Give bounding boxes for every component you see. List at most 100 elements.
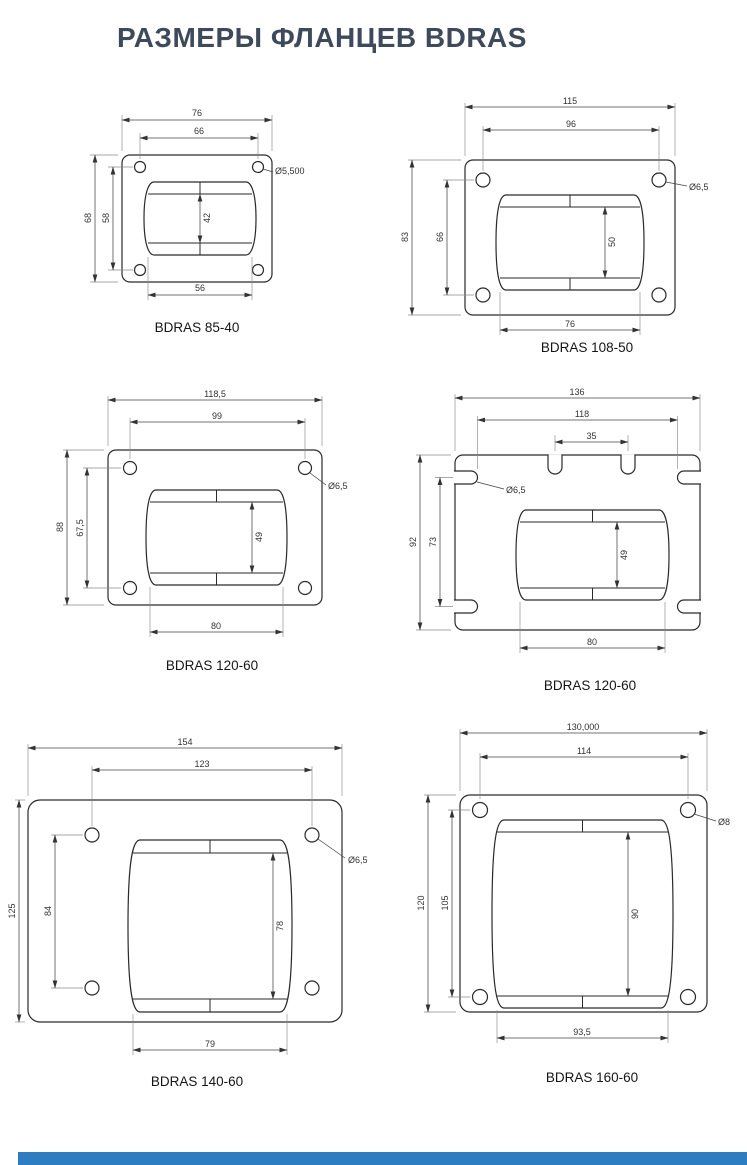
dim-hole-diameter: Ø6,5 bbox=[506, 485, 526, 495]
dim-window-width: 93,5 bbox=[573, 1027, 591, 1037]
drawing-bdras-120-60-a: 118,5 99 88 67,5 49 80 Ø6,5 BDRAS 120-60 bbox=[55, 389, 348, 673]
dim-outer-height: 83 bbox=[400, 232, 410, 242]
mount-hole bbox=[84, 980, 100, 996]
dim-hole-span-h: 67,5 bbox=[75, 519, 85, 537]
dim-hole-span-h: 84 bbox=[43, 906, 53, 916]
dim-window-width: 76 bbox=[565, 319, 575, 329]
dim-window-height: 42 bbox=[202, 213, 212, 223]
dimension-labels: 136 118 35 92 73 49 80 Ø6,5 bbox=[408, 387, 629, 647]
window-outline bbox=[515, 509, 670, 601]
window-outline bbox=[495, 194, 645, 291]
mount-hole bbox=[251, 263, 265, 277]
figure-bdras-85-40: 76 66 68 58 42 56 Ø5,500 BDRAS 85-40 bbox=[60, 95, 360, 350]
dim-top-slot-span: 35 bbox=[586, 431, 596, 441]
window-outline bbox=[127, 839, 293, 1013]
mount-hole bbox=[84, 827, 100, 843]
dim-window-height: 49 bbox=[254, 532, 264, 542]
side-slot bbox=[454, 599, 479, 614]
dimension-lines bbox=[425, 730, 717, 1041]
dim-window-width: 56 bbox=[195, 283, 205, 293]
dimension-labels: 154 123 125 84 78 79 Ø6,5 bbox=[7, 737, 368, 1049]
dim-slot-span-h: 73 bbox=[428, 537, 438, 547]
mount-hole bbox=[133, 263, 147, 277]
dim-window-height: 50 bbox=[607, 237, 617, 247]
dim-outer-height: 68 bbox=[83, 213, 93, 223]
drawing-bdras-120-60-b: 136 118 35 92 73 49 80 Ø6,5 BDRAS 120-60 bbox=[408, 387, 701, 693]
drawing-caption: BDRAS 108-50 bbox=[541, 340, 633, 355]
mount-hole bbox=[471, 801, 489, 819]
mount-hole bbox=[133, 160, 147, 174]
dim-outer-height: 120 bbox=[416, 895, 426, 910]
dim-outer-width: 130,000 bbox=[567, 722, 600, 732]
dim-outer-height: 92 bbox=[408, 537, 418, 547]
figure-bdras-160-60: 130,000 114 120 105 90 93,5 Ø8 BDRAS 160… bbox=[415, 720, 747, 1100]
extension-lines bbox=[90, 115, 273, 300]
dim-hole-span-w: 66 bbox=[194, 126, 204, 136]
drawing-caption: BDRAS 140-60 bbox=[151, 1074, 243, 1089]
dim-hole-span-h: 66 bbox=[435, 232, 445, 242]
dimension-lines bbox=[409, 104, 688, 333]
figure-bdras-120-60-a: 118,5 99 88 67,5 49 80 Ø6,5 BDRAS 120-60 bbox=[40, 385, 370, 690]
side-slot bbox=[454, 470, 479, 485]
top-slot bbox=[620, 454, 636, 475]
mount-hole bbox=[304, 980, 320, 996]
drawing-bdras-85-40: 76 66 68 58 42 56 Ø5,500 BDRAS 85-40 bbox=[83, 108, 305, 335]
dim-hole-diameter: Ø5,500 bbox=[275, 166, 305, 176]
dimension-labels: 118,5 99 88 67,5 49 80 Ø6,5 bbox=[55, 389, 348, 631]
flange-body bbox=[121, 154, 273, 283]
extension-lines bbox=[63, 396, 323, 637]
dim-hole-span-w: 96 bbox=[566, 119, 576, 129]
mount-hole bbox=[122, 460, 138, 476]
side-slot bbox=[676, 599, 701, 614]
dim-hole-span-w: 114 bbox=[577, 746, 591, 756]
footer-accent-bar bbox=[18, 1152, 747, 1165]
dimension-labels: 130,000 114 120 105 90 93,5 Ø8 bbox=[416, 722, 730, 1037]
drawing-bdras-160-60: 130,000 114 120 105 90 93,5 Ø8 BDRAS 160… bbox=[416, 722, 730, 1085]
dim-slot-span-w: 118 bbox=[575, 409, 589, 419]
dim-outer-width: 76 bbox=[192, 108, 202, 118]
dim-window-height: 78 bbox=[275, 921, 285, 931]
drawing-caption: BDRAS 120-60 bbox=[166, 658, 258, 673]
mount-hole bbox=[651, 172, 667, 188]
page-title: РАЗМЕРЫ ФЛАНЦЕВ BDRAS bbox=[117, 22, 527, 53]
dim-hole-diameter: Ø6,5 bbox=[689, 182, 709, 192]
dim-hole-span-h: 105 bbox=[440, 895, 450, 910]
drawing-caption: BDRAS 85-40 bbox=[155, 320, 240, 335]
dim-hole-diameter: Ø6,5 bbox=[348, 855, 368, 865]
dim-outer-width: 136 bbox=[569, 387, 584, 397]
dimension-lines bbox=[64, 397, 327, 635]
mount-hole bbox=[297, 580, 313, 596]
flange-body bbox=[454, 454, 701, 631]
dim-hole-diameter: Ø6,5 bbox=[328, 481, 348, 491]
dimension-labels: 115 96 83 66 50 76 Ø6,5 bbox=[400, 96, 709, 329]
flange-body bbox=[27, 799, 343, 1023]
drawing-bdras-108-50: 115 96 83 66 50 76 Ø6,5 BDRAS 108-50 bbox=[400, 96, 709, 355]
window-outline bbox=[491, 819, 674, 1009]
drawing-caption: BDRAS 120-60 bbox=[544, 678, 636, 693]
figure-bdras-108-50: 115 96 83 66 50 76 Ø6,5 BDRAS 108-50 bbox=[395, 95, 735, 370]
dim-window-height: 90 bbox=[630, 909, 640, 919]
side-slot bbox=[676, 470, 701, 485]
mount-hole bbox=[679, 988, 697, 1006]
dim-window-width: 80 bbox=[211, 621, 221, 631]
dim-hole-span-h: 58 bbox=[101, 213, 111, 223]
mount-hole bbox=[471, 988, 489, 1006]
dim-hole-span-w: 99 bbox=[212, 411, 222, 421]
window-outline bbox=[145, 489, 288, 586]
mount-hole bbox=[297, 460, 313, 476]
dim-window-width: 80 bbox=[587, 637, 597, 647]
mount-hole bbox=[475, 287, 491, 303]
dim-outer-width: 115 bbox=[563, 96, 577, 106]
dim-hole-span-w: 123 bbox=[194, 759, 209, 769]
dimension-lines bbox=[16, 745, 346, 1053]
figure-bdras-140-60: 154 123 125 84 78 79 Ø6,5 BDRAS 140-60 bbox=[5, 735, 385, 1100]
flange-body bbox=[459, 794, 708, 1013]
extension-lines bbox=[15, 744, 343, 1055]
mount-hole bbox=[651, 287, 667, 303]
mount-hole bbox=[251, 160, 265, 174]
flange-body bbox=[107, 449, 323, 606]
dim-outer-width: 118,5 bbox=[204, 389, 226, 399]
extension-lines bbox=[416, 394, 701, 653]
top-slot bbox=[547, 454, 563, 475]
